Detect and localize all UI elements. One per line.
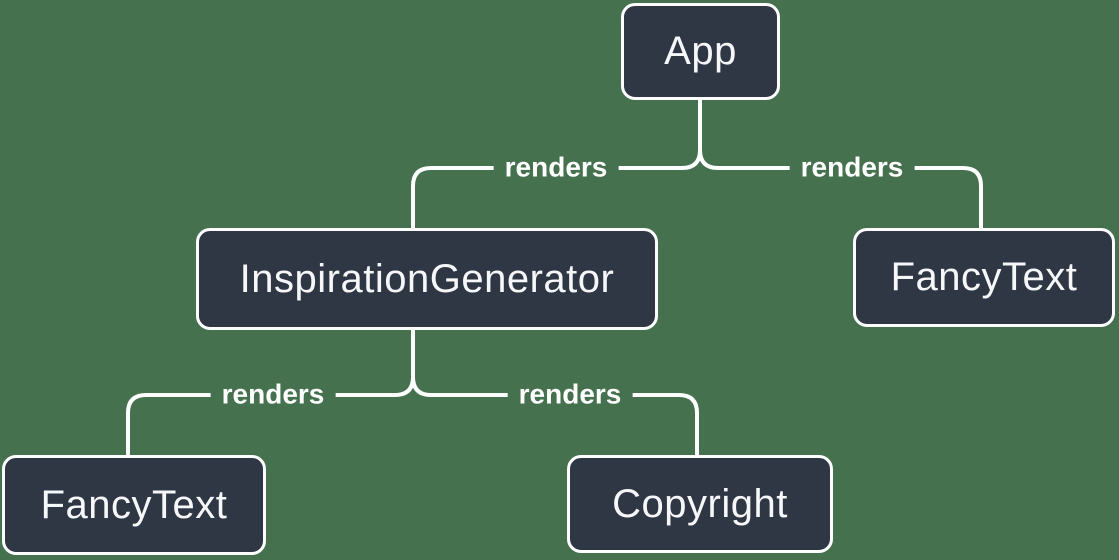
node-inspiration-generator: InspirationGenerator — [196, 228, 658, 330]
node-app: App — [621, 3, 780, 100]
node-copyright-label: Copyright — [612, 481, 788, 526]
node-fancy-text-left: FancyText — [2, 455, 266, 555]
edge-label-inspirationgenerator-copyright: renders — [507, 377, 633, 413]
edge-inspirationgenerator-to-copyright — [411, 375, 699, 457]
edge-label-app-inspirationgenerator: renders — [493, 150, 619, 186]
node-fancy-text-left-label: FancyText — [40, 482, 228, 527]
node-inspiration-generator-label: InspirationGenerator — [239, 256, 615, 301]
node-copyright: Copyright — [567, 455, 833, 553]
node-fancy-text-right: FancyText — [853, 228, 1115, 327]
edge-app-to-fancytext — [698, 148, 983, 230]
node-fancy-text-right-label: FancyText — [890, 255, 1078, 299]
node-app-label: App — [664, 29, 737, 73]
edge-label-app-fancytext: renders — [789, 150, 915, 186]
edge-label-inspirationgenerator-fancytext: renders — [210, 377, 336, 413]
